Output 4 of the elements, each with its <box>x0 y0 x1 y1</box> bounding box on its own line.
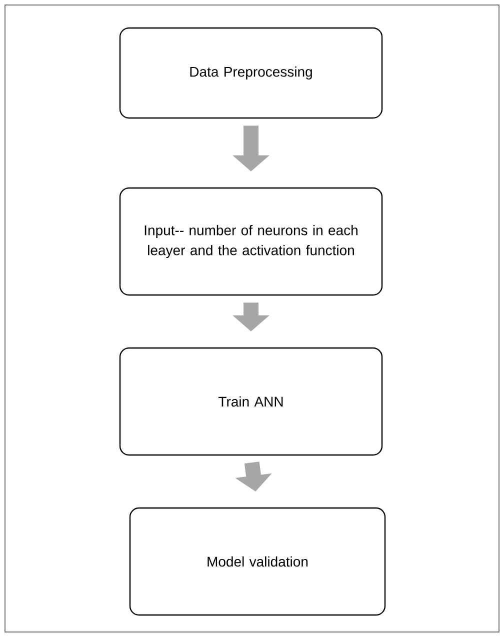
process-box: Input-- number of neurons in each leayer and the activation function <box>119 187 383 296</box>
process-box: Data Preprocessing <box>119 27 383 119</box>
process-box: Model validation <box>129 507 386 616</box>
process-box: Train ANN <box>119 347 383 456</box>
